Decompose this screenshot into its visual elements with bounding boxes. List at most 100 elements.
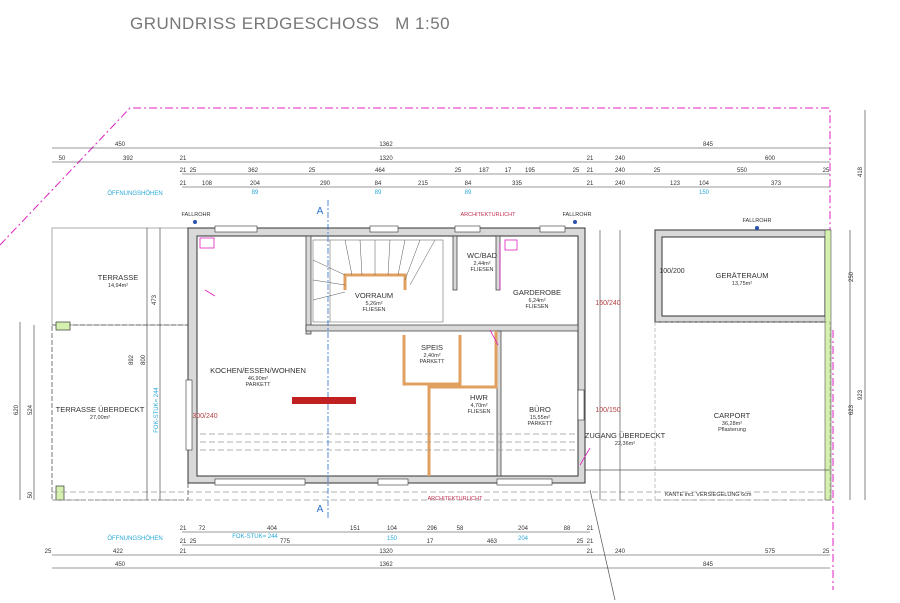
architecture-light-top: ARCHITEKTURLICHT: [460, 212, 516, 218]
room-name: KOCHEN/ESSEN/WOHNEN: [210, 366, 306, 375]
property-line: [0, 107, 831, 330]
dimension-value: 25: [823, 549, 830, 555]
room-floor: FLIESEN: [363, 307, 386, 313]
room-name: SPEIS: [421, 343, 443, 352]
opening-height-value: 150: [699, 190, 710, 196]
dimension-value: 450: [115, 142, 126, 148]
dimension-value: 775: [280, 539, 291, 545]
downpipe-label: FALLROHR: [562, 212, 591, 218]
dimension-value: 195: [525, 168, 536, 174]
dimension-value: 17: [505, 168, 512, 174]
room-name: BÜRO: [529, 405, 551, 414]
dimension-value: 250: [849, 271, 855, 282]
room-name: VORRAUM: [355, 291, 393, 300]
room-floor: PARKETT: [528, 421, 554, 427]
dimension-value: 25: [823, 168, 830, 174]
opening-height-value: 150: [387, 536, 398, 542]
opening-height-value: 89: [465, 190, 472, 196]
room-name: HWR: [470, 393, 488, 402]
dimension-value: 21: [180, 526, 187, 532]
dimension-value: 620: [14, 404, 20, 415]
dimension-value: 25: [45, 549, 52, 555]
room-area: 15,55m²: [530, 415, 550, 421]
dimension-value: 21: [180, 181, 187, 187]
opening-heights-label: ÖFFNUNGSHÖHEN: [107, 535, 162, 542]
dimension-value: 21: [180, 539, 187, 545]
dimension-value: 1320: [379, 156, 393, 162]
room-floor: FLIESEN: [468, 409, 491, 415]
terrace-column: [55, 485, 65, 501]
dimension-value: 151: [350, 526, 361, 532]
dimension-value: 88: [564, 526, 571, 532]
dimension-value: 473: [152, 294, 158, 305]
room-area: 22,36m²: [615, 441, 635, 447]
dimension-value: 550: [737, 168, 748, 174]
dimension-value: 240: [615, 549, 626, 555]
architecture-light-bottom: ARCHITEKTURLICHT: [427, 496, 483, 502]
section-marker-bottom: A: [317, 504, 324, 515]
dimension-value: 923: [858, 389, 864, 400]
dimension-value: 21: [587, 181, 594, 187]
room-area: 46,90m²: [248, 376, 268, 382]
dimension-value: 50: [28, 491, 34, 498]
dimension-value: 25: [654, 168, 661, 174]
dimension-value: 845: [703, 142, 714, 148]
dimension-value: 25: [309, 168, 316, 174]
dimension-value: 21: [587, 526, 594, 532]
dimension-value: 215: [418, 181, 429, 187]
dimension-value: 104: [699, 181, 710, 187]
dimension-value: 296: [427, 526, 438, 532]
opening-height-value: 89: [375, 190, 382, 196]
dimension-value: 25: [190, 539, 197, 545]
door-size-label: 300/240: [192, 413, 217, 420]
door-size-label: 100/150: [595, 407, 620, 414]
dimension-value: 21: [587, 539, 594, 545]
room-name: ZUGANG ÜBERDECKT: [585, 431, 666, 440]
downpipe-icon: [573, 220, 577, 224]
dimension-value: 240: [615, 168, 626, 174]
dimension-value: 392: [123, 156, 134, 162]
dimension-value: 335: [512, 181, 523, 187]
room-name: GARDEROBE: [513, 288, 561, 297]
dimension-value: 524: [28, 404, 34, 415]
dimension-value: 404: [267, 526, 278, 532]
dimension-value: 463: [487, 539, 498, 545]
dimension-value: 800: [141, 354, 147, 365]
dimension-value: 892: [129, 354, 135, 365]
dimension-value: 25: [190, 168, 197, 174]
drawing-title: GRUNDRISS ERDGESCHOSS M 1:50: [130, 14, 451, 33]
room-area: 27,00m²: [90, 415, 110, 421]
dimension-value: 290: [320, 181, 331, 187]
carport-note: KANTE incl. VERSIEGELUNG 6cm: [665, 492, 752, 498]
dimension-value: 21: [587, 549, 594, 555]
dimension-value: 575: [765, 549, 776, 555]
access-lines: [585, 230, 830, 601]
fok-label: FOK-STUK= 244: [232, 534, 278, 540]
room-area: 13,75m²: [732, 281, 752, 287]
ceiling-beam-lines: [52, 433, 830, 501]
room-floor: PARKETT: [420, 359, 446, 365]
room-area: 2,40m²: [423, 353, 440, 359]
fok-label: FOK-STUK= 244: [154, 387, 160, 433]
dimension-value: 58: [457, 526, 464, 532]
dimension-value: 123: [670, 181, 681, 187]
dimension-value: 84: [375, 181, 382, 187]
dimension-value: 21: [587, 156, 594, 162]
dimension-value: 21: [180, 549, 187, 555]
downpipe-label: FALLROHR: [742, 218, 771, 224]
section-marker-top: A: [317, 206, 324, 217]
room-name: WC/BAD: [467, 251, 498, 260]
dimension-value: 623: [849, 404, 855, 415]
dimension-value: 50: [59, 156, 66, 162]
room-area: 6,24m²: [528, 298, 545, 304]
dimension-value: 17: [427, 539, 434, 545]
dimension-value: 450: [115, 562, 126, 568]
dimension-value: 84: [465, 181, 472, 187]
dimension-value: 600: [765, 156, 776, 162]
opening-height-value: 89: [252, 190, 259, 196]
downpipe-icon: [755, 226, 759, 230]
dimension-value: 187: [479, 168, 490, 174]
room-name: GERÄTERAUM: [716, 271, 769, 280]
dimension-value: 25: [455, 168, 462, 174]
